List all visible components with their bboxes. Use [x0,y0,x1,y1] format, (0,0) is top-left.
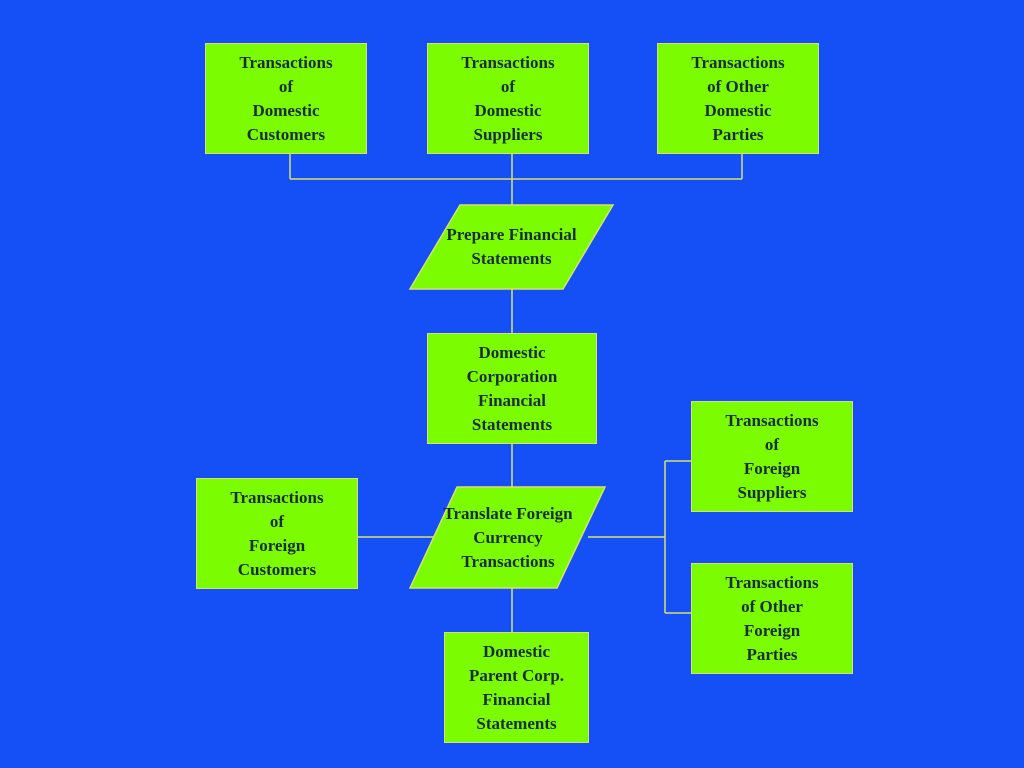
prepare-shape [408,204,615,290]
node-text: Domestic [474,100,542,120]
node-text: Customers [237,559,317,579]
node-text: Financial [482,689,551,709]
node-other-domestic-parties: Transactions of Other Domestic Parties [657,43,819,154]
node-text: of [764,434,780,454]
node-text: Suppliers [737,482,807,502]
node-text: Transactions [239,52,333,72]
node-text: Parent Corp. [468,665,565,685]
node-other-foreign-parties: Transactions of Other Foreign Parties [691,563,853,674]
node-text: of [269,511,285,531]
node-translate-foreign-currency: Translate Foreign Currency Transactions [430,490,586,586]
node-text: Translate [443,504,512,523]
node-text: Transactions [230,487,324,507]
node-foreign-suppliers: Transactions of Foreign Suppliers [691,401,853,512]
node-text: Financial [508,225,577,244]
node-text: Foreign [743,620,801,640]
node-text: Transactions [691,52,785,72]
node-text: of Other [741,596,803,616]
node-text: Transactions [461,52,555,72]
node-text: Parties [746,644,798,664]
node-text: Currency [473,528,543,547]
node-text: Customers [246,124,326,144]
node-text: Statements [476,713,557,733]
node-text: Foreign [516,504,573,523]
node-text: Transactions [725,572,819,592]
node-domestic-suppliers: Transactions of Domestic Suppliers [427,43,589,154]
node-text: of [278,76,294,96]
node-text: Corporation [466,366,558,386]
node-domestic-customers: Transactions of Domestic Customers [205,43,367,154]
node-text: of [500,76,516,96]
node-text: Foreign [248,535,306,555]
node-domestic-corporation-fs: Domestic Corporation Financial Statement… [427,333,597,444]
node-text: Parties [712,124,764,144]
node-text: Transactions [461,552,555,571]
node-text: Domestic [704,100,772,120]
translate-shape [408,486,607,589]
node-text: Statements [471,414,553,434]
node-text: Foreign [743,458,801,478]
node-foreign-customers: Transactions of Foreign Customers [196,478,358,589]
node-text: Statements [471,249,552,268]
node-text: Financial [477,390,546,410]
node-text: Suppliers [473,124,543,144]
node-text: Domestic [252,100,320,120]
node-text: Transactions [725,410,819,430]
node-parent-corp-fs: Domestic Parent Corp. Financial Statemen… [444,632,589,743]
node-text: Prepare [446,225,505,244]
node-prepare-financial-statements: Prepare Financial Statements [430,208,593,286]
node-text: Domestic [482,641,551,661]
node-text: Domestic [478,342,546,362]
node-text: of Other [707,76,769,96]
